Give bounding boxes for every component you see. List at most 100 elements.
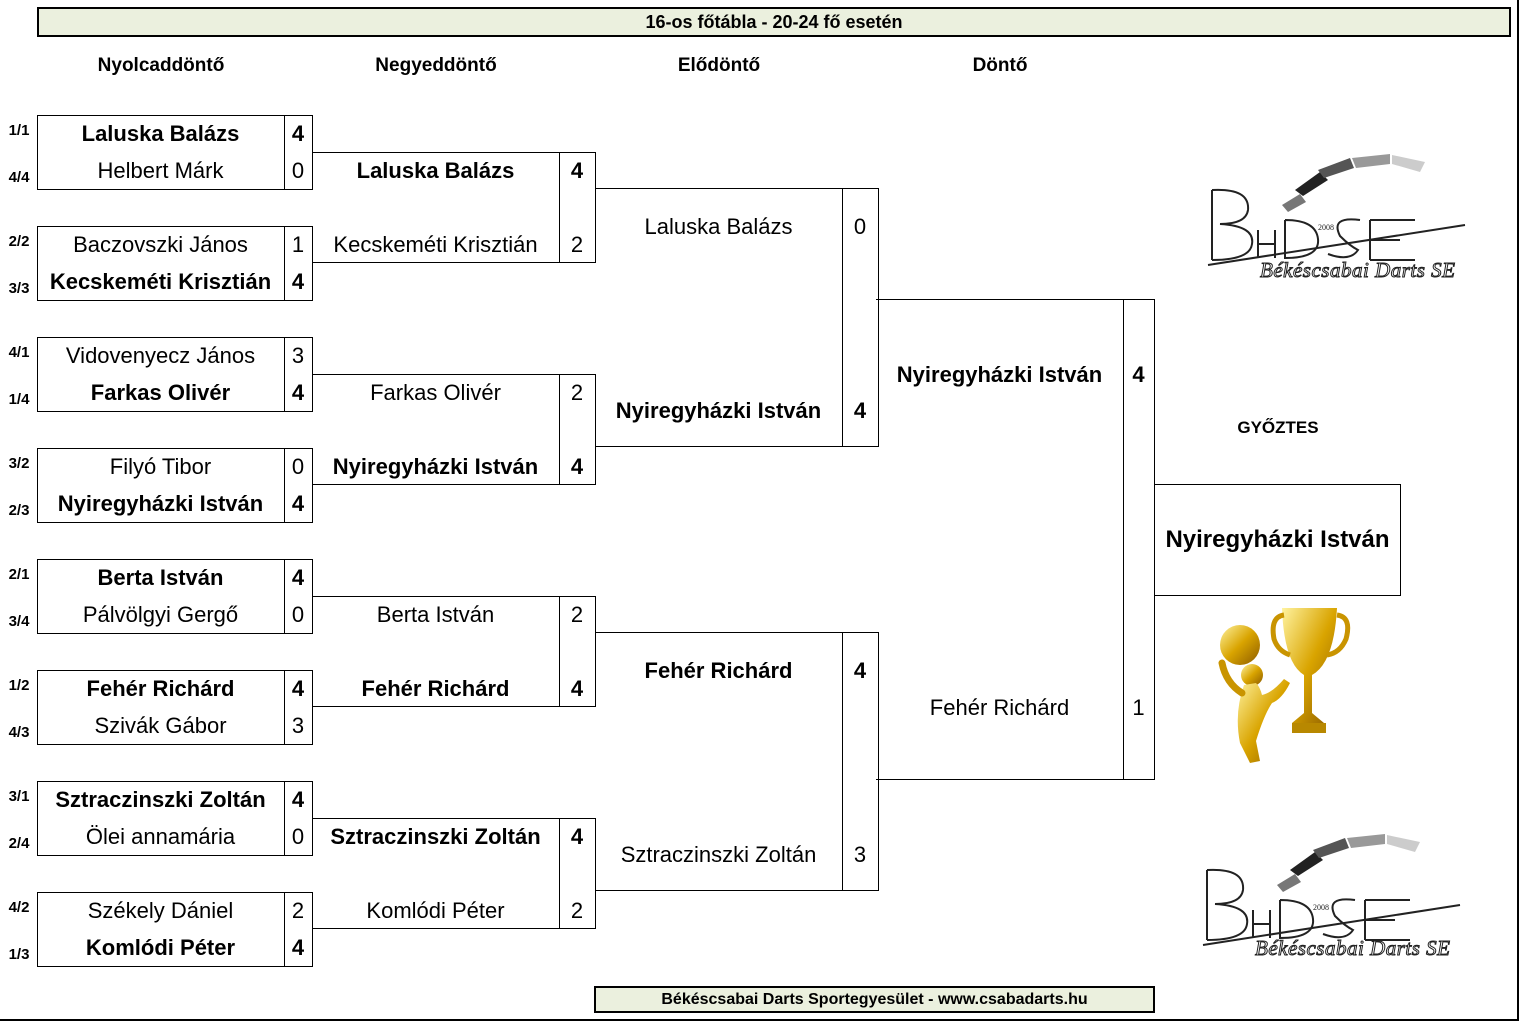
seed-label: 3/2 xyxy=(8,455,30,472)
player-score: 1 xyxy=(1132,695,1145,720)
score-divider xyxy=(842,188,843,447)
score-divider xyxy=(842,632,843,891)
player-score: 4 xyxy=(291,565,305,590)
seed-label: 2/1 xyxy=(8,566,30,583)
player-score: 4 xyxy=(1132,362,1145,387)
score-divider xyxy=(559,374,560,485)
trophy-icon xyxy=(1212,603,1352,768)
seed-label: 1/4 xyxy=(8,391,30,408)
seed-label: 2/3 xyxy=(8,502,30,519)
dartboard-logo-icon: 2008 xyxy=(1202,834,1461,946)
player-name: Pálvölgyi Gergő xyxy=(82,602,239,627)
player-name: Baczovszki János xyxy=(73,232,248,257)
seed-label: 3/4 xyxy=(8,613,30,630)
player-score: 4 xyxy=(570,676,584,701)
score-divider xyxy=(284,892,285,967)
seed-label: 4/3 xyxy=(8,724,30,741)
player-name: Nyiregyházki István xyxy=(332,454,539,479)
svg-text:2008: 2008 xyxy=(1313,903,1329,912)
player-name: Kecskeméti Krisztián xyxy=(49,269,272,294)
seed-label: 4/1 xyxy=(8,344,30,361)
seed-label: 3/3 xyxy=(8,280,30,297)
player-name: Székely Dániel xyxy=(87,898,234,923)
player-score: 4 xyxy=(570,158,584,183)
sf-match-box xyxy=(595,188,879,447)
player-score: 4 xyxy=(291,380,305,405)
player-name: Laluska Balázs xyxy=(356,158,515,183)
score-divider xyxy=(284,670,285,745)
score-divider xyxy=(284,226,285,301)
page-title: 16-os főtábla - 20-24 fő esetén xyxy=(37,7,1511,37)
r16-match-box xyxy=(37,892,313,967)
qf-match-box xyxy=(312,374,596,485)
player-score: 1 xyxy=(291,232,305,257)
player-name: Fehér Richárd xyxy=(361,676,510,701)
score-divider xyxy=(559,152,560,263)
player-name: Vidovenyecz János xyxy=(65,343,256,368)
player-score: 4 xyxy=(291,676,305,701)
player-score: 3 xyxy=(291,343,305,368)
score-divider xyxy=(559,596,560,707)
r16-match-box xyxy=(37,226,313,301)
player-score: 0 xyxy=(291,824,305,849)
player-score: 2 xyxy=(291,898,305,923)
svg-text:2008: 2008 xyxy=(1318,223,1334,232)
player-name: Ölei annamária xyxy=(85,824,236,849)
player-name: Nyiregyházki István xyxy=(57,491,264,516)
player-score: 3 xyxy=(853,842,867,867)
player-score: 2 xyxy=(570,380,584,405)
player-name: Nyiregyházki István xyxy=(896,362,1103,387)
player-score: 3 xyxy=(291,713,305,738)
score-divider xyxy=(284,115,285,190)
round-header-r16: Nyolcaddöntő xyxy=(97,55,225,76)
logo-text: Békéscsabai Darts SE xyxy=(1259,258,1456,283)
player-name: Szivák Gábor xyxy=(94,713,227,738)
dartboard-logo-icon: 2008 xyxy=(1207,154,1466,266)
club-logo-bottom: 2008 Békéscsabai Darts SE xyxy=(1195,830,1465,961)
seed-label: 1/2 xyxy=(8,677,30,694)
player-name: Berta István xyxy=(376,602,495,627)
player-score: 4 xyxy=(853,398,867,423)
club-logo: 2008 Békéscsabai Darts SE xyxy=(1200,150,1470,283)
player-name: Berta István xyxy=(97,565,224,590)
player-score: 0 xyxy=(291,158,305,183)
player-score: 4 xyxy=(853,658,867,683)
player-score: 4 xyxy=(291,121,305,146)
player-name: Fehér Richárd xyxy=(644,658,793,683)
player-name: Kecskeméti Krisztián xyxy=(333,232,538,257)
player-score: 4 xyxy=(570,454,584,479)
seed-label: 1/1 xyxy=(8,122,30,139)
logo-text: Békéscsabai Darts SE xyxy=(1254,936,1451,961)
footer: Békéscsabai Darts Sportegyesület - www.c… xyxy=(594,986,1155,1013)
score-divider xyxy=(284,448,285,523)
score-divider xyxy=(284,337,285,412)
seed-label: 2/4 xyxy=(8,835,30,852)
player-score: 4 xyxy=(291,935,305,960)
player-name: Komlódi Péter xyxy=(366,898,505,923)
score-divider xyxy=(284,781,285,856)
player-score: 2 xyxy=(570,898,584,923)
seed-label: 3/1 xyxy=(8,788,30,805)
player-score: 4 xyxy=(291,787,305,812)
seed-label: 4/2 xyxy=(8,899,30,916)
player-name: Sztraczinszki Zoltán xyxy=(620,842,817,867)
score-divider xyxy=(559,818,560,929)
player-name: Farkas Olivér xyxy=(90,380,231,405)
player-score: 4 xyxy=(570,824,584,849)
player-name: Fehér Richárd xyxy=(86,676,235,701)
qf-match-box xyxy=(312,152,596,263)
seed-label: 2/2 xyxy=(8,233,30,250)
player-score: 2 xyxy=(570,232,584,257)
player-score: 4 xyxy=(291,269,305,294)
player-score: 4 xyxy=(291,491,305,516)
player-name: Laluska Balázs xyxy=(644,214,793,239)
player-score: 0 xyxy=(291,454,305,479)
seed-label: 1/3 xyxy=(8,946,30,963)
player-name: Laluska Balázs xyxy=(81,121,240,146)
player-name: Sztraczinszki Zoltán xyxy=(330,824,541,849)
winner-label: GYŐZTES xyxy=(1237,418,1319,437)
player-name: Filyó Tibor xyxy=(109,454,212,479)
winner-name: Nyiregyházki István xyxy=(1165,526,1390,553)
r16-match-box xyxy=(37,670,313,745)
sf-match-box xyxy=(595,632,879,891)
